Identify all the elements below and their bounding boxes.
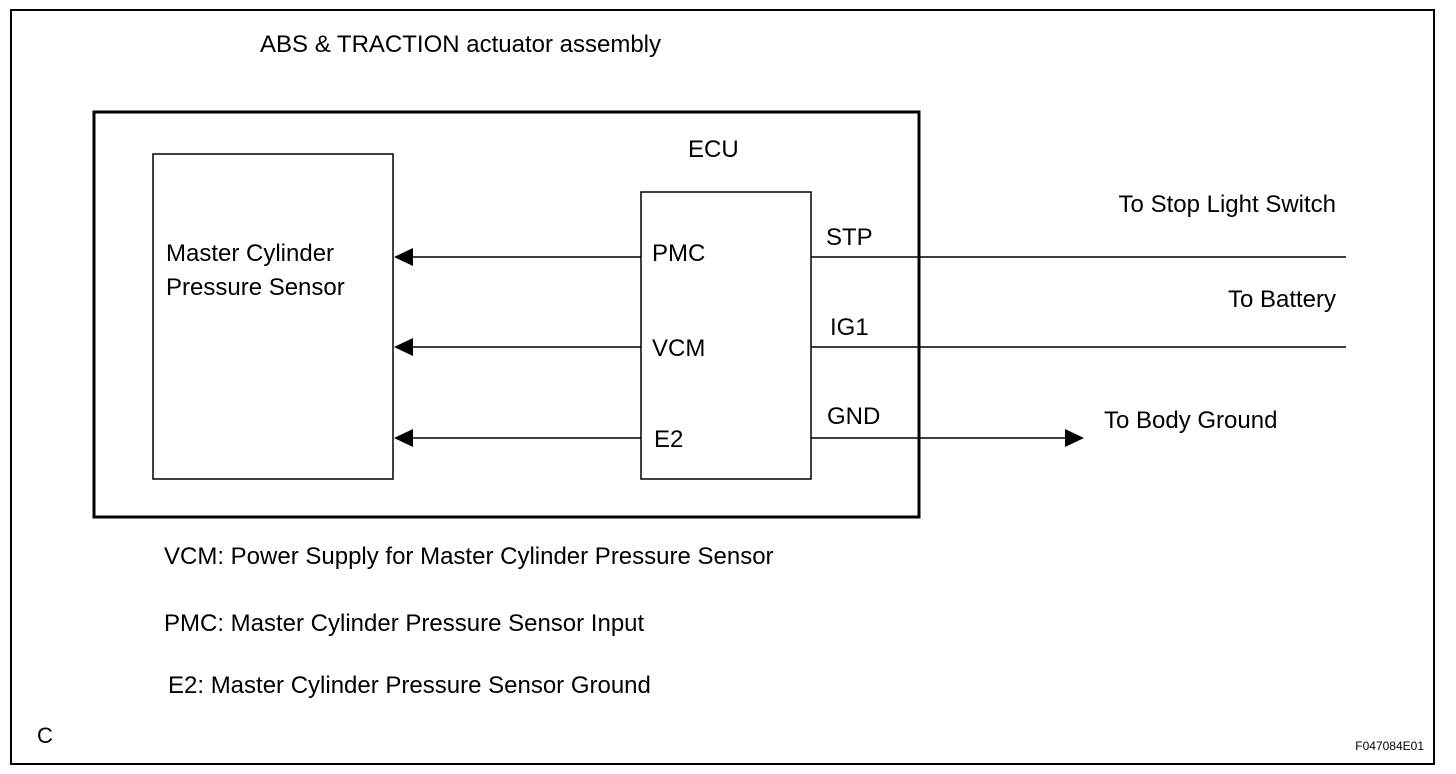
ecu-label: ECU (688, 136, 739, 163)
dest-stop-light-switch: To Stop Light Switch (1119, 191, 1336, 218)
actuator-assembly-box (92, 110, 921, 519)
dest-battery: To Battery (1228, 286, 1336, 313)
pin-label-stp: STP (826, 224, 873, 251)
outer-frame (10, 9, 1435, 765)
sensor-label-line1: Master Cylinder (166, 240, 334, 267)
pin-label-pmc: PMC (652, 240, 705, 267)
pin-label-ig1: IG1 (830, 314, 869, 341)
assembly-title: ABS & TRACTION actuator assembly (260, 31, 661, 58)
legend-vcm: VCM: Power Supply for Master Cylinder Pr… (164, 543, 774, 570)
arrow-gnd (1065, 429, 1084, 447)
sensor-label-line2: Pressure Sensor (166, 274, 345, 301)
corner-code: C (37, 723, 53, 748)
legend-pmc: PMC: Master Cylinder Pressure Sensor Inp… (164, 610, 645, 637)
figure-id: F047084E01 (1355, 739, 1424, 753)
arrow-e2 (394, 429, 413, 447)
ecu-box (640, 191, 812, 480)
sensor-box (152, 153, 394, 480)
arrow-pmc (394, 248, 413, 266)
pin-label-gnd: GND (827, 403, 880, 430)
dest-body-ground: To Body Ground (1104, 407, 1277, 434)
legend-e2: E2: Master Cylinder Pressure Sensor Grou… (168, 672, 651, 699)
pin-label-e2: E2 (654, 426, 683, 453)
pin-label-vcm: VCM (652, 335, 705, 362)
arrow-vcm (394, 338, 413, 356)
